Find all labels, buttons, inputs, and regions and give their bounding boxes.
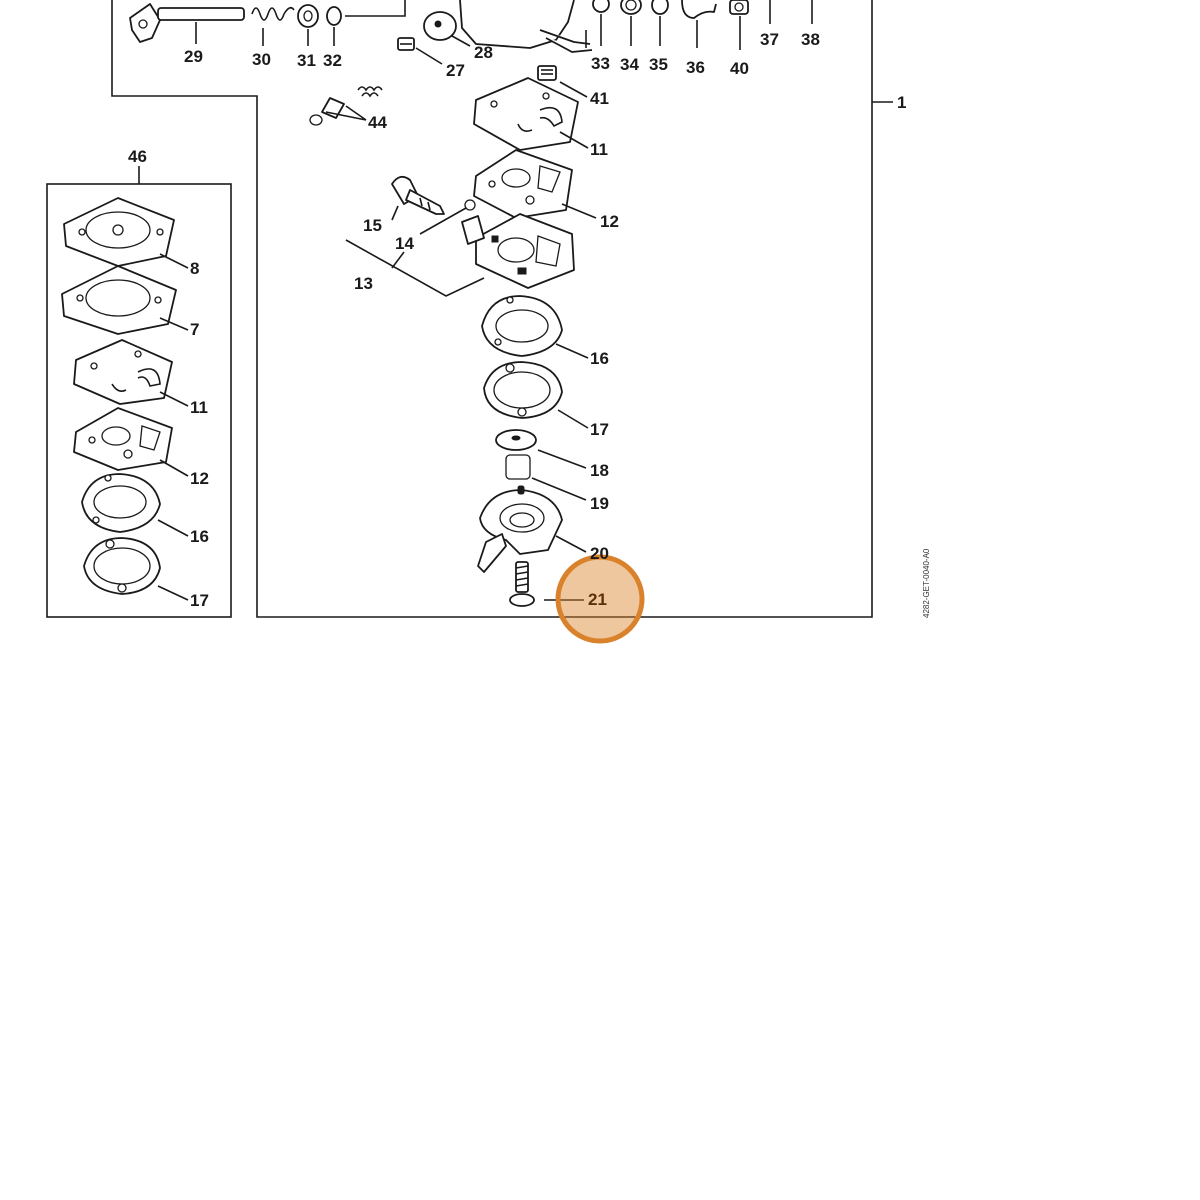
part-30-spring[interactable] (251, 6, 295, 46)
label-16-kit: 16 (190, 527, 209, 546)
leader-15 (391, 205, 399, 221)
label-27: 27 (446, 61, 465, 80)
label-28: 28 (474, 43, 493, 62)
label-21: 21 (588, 590, 607, 609)
part-34-ring[interactable] (620, 0, 642, 46)
label-8: 8 (190, 259, 199, 278)
part-27-screw[interactable] (397, 37, 443, 65)
part-36-lever[interactable] (681, 0, 717, 48)
leader-14 (419, 207, 467, 235)
part-16-diaphragm[interactable] (481, 295, 589, 359)
kit-part-7[interactable] (61, 265, 189, 335)
part-41-filter[interactable] (537, 65, 588, 98)
kit-part-17[interactable] (83, 537, 189, 601)
leader-13 (391, 251, 405, 269)
carburetor-body (459, 0, 593, 53)
label-46: 46 (128, 147, 147, 166)
part-31-washer[interactable] (297, 4, 319, 46)
kit-part-16[interactable] (81, 473, 189, 537)
label-36: 36 (686, 58, 705, 77)
part-29-shaft[interactable] (129, 3, 245, 44)
kit-part-11[interactable] (73, 339, 189, 407)
kit-part-12[interactable] (73, 407, 189, 477)
label-33: 33 (591, 54, 610, 73)
label-40: 40 (730, 59, 749, 78)
label-31: 31 (297, 51, 316, 70)
part-13-pump-body[interactable] (461, 213, 575, 289)
highlight-marker-21[interactable] (555, 554, 645, 644)
part-35-ring[interactable] (651, 0, 669, 46)
label-38: 38 (801, 30, 820, 49)
label-35: 35 (649, 55, 668, 74)
part-11-gasket[interactable] (473, 77, 589, 151)
bracket-13-14 (345, 239, 485, 297)
part-44-pins[interactable] (309, 86, 383, 126)
label-32: 32 (323, 51, 342, 70)
label-19: 19 (590, 494, 609, 513)
label-13: 13 (354, 274, 373, 293)
kit-part-8[interactable] (63, 197, 189, 269)
part-40-nut[interactable] (729, 0, 749, 50)
label-11-kit: 11 (190, 398, 208, 417)
part-18-cap[interactable] (495, 429, 587, 469)
label-1: 1 (897, 93, 906, 112)
label-34: 34 (620, 55, 639, 74)
label-37: 37 (760, 30, 779, 49)
label-16: 16 (590, 349, 609, 368)
label-29: 29 (184, 47, 203, 66)
part-28-disc[interactable] (423, 11, 471, 47)
assembly-frame-1 (111, 0, 873, 618)
label-12-kit: 12 (190, 469, 209, 488)
label-18: 18 (590, 461, 609, 480)
part-32-o-ring[interactable] (326, 0, 406, 46)
label-44: 44 (368, 113, 387, 132)
label-14: 14 (395, 234, 414, 253)
document-id: 4282-GET-0040-A0 (922, 548, 931, 618)
label-7: 7 (190, 320, 199, 339)
part-12-gasket[interactable] (473, 149, 597, 219)
part-15-adjust-screw[interactable] (391, 175, 445, 215)
label-30: 30 (252, 50, 271, 69)
part-17-gasket[interactable] (483, 361, 589, 429)
part-19-spring[interactable] (505, 454, 587, 501)
label-17-kit: 17 (190, 591, 209, 610)
label-17: 17 (590, 420, 609, 439)
part-33-ring[interactable] (592, 0, 610, 46)
label-11: 11 (590, 140, 608, 159)
label-20: 20 (590, 544, 609, 563)
label-15: 15 (363, 216, 382, 235)
part-21-screw[interactable] (509, 561, 584, 607)
part-20-pump-cover[interactable] (477, 485, 587, 573)
label-41: 41 (590, 89, 609, 108)
label-12: 12 (600, 212, 619, 231)
part-14-ball[interactable] (464, 199, 476, 211)
